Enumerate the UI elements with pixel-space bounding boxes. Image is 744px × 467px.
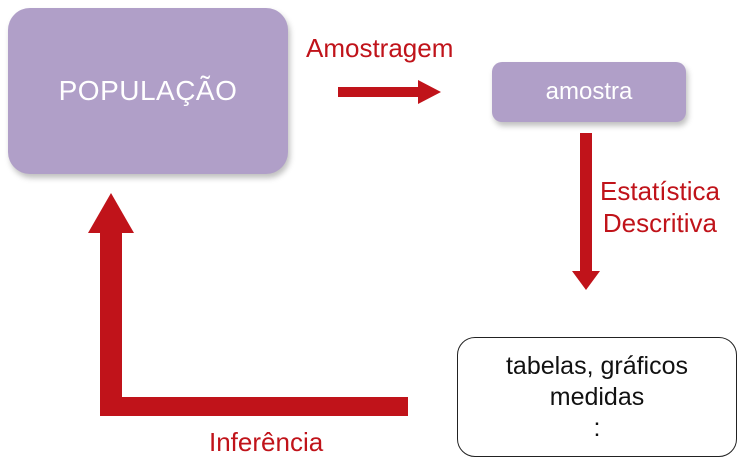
population-label: POPULAÇÃO (58, 75, 238, 106)
sampling-arrow-head (418, 80, 441, 104)
sampling-arrow-shaft (338, 87, 420, 97)
population-box: POPULAÇÃO (8, 8, 288, 174)
descriptive-label-line1: Estatística (600, 176, 720, 206)
descriptive-statistics-label: Estatística Descritiva (600, 175, 720, 239)
results-box: tabelas, gráficos medidas : (457, 337, 737, 457)
sampling-label: Amostragem (306, 33, 454, 63)
descriptive-arrow-head (572, 271, 600, 290)
descriptive-arrow-shaft (580, 133, 592, 273)
inference-label: Inferência (209, 427, 324, 457)
results-line-tables-charts: tabelas, gráficos (505, 351, 689, 380)
descriptive-arrow (572, 133, 600, 290)
inference-arrow-head (88, 193, 134, 233)
sampling-arrow (338, 80, 441, 104)
sample-label: amostra (545, 78, 633, 105)
results-line-ellipsis: : (593, 413, 601, 442)
inference-arrow-vertical (100, 232, 122, 416)
inference-arrow-horizontal (100, 397, 408, 416)
results-line-measures: medidas (549, 382, 645, 411)
sample-box: amostra (492, 62, 686, 122)
descriptive-label-line2: Descritiva (602, 208, 718, 238)
inference-arrow (88, 193, 408, 416)
